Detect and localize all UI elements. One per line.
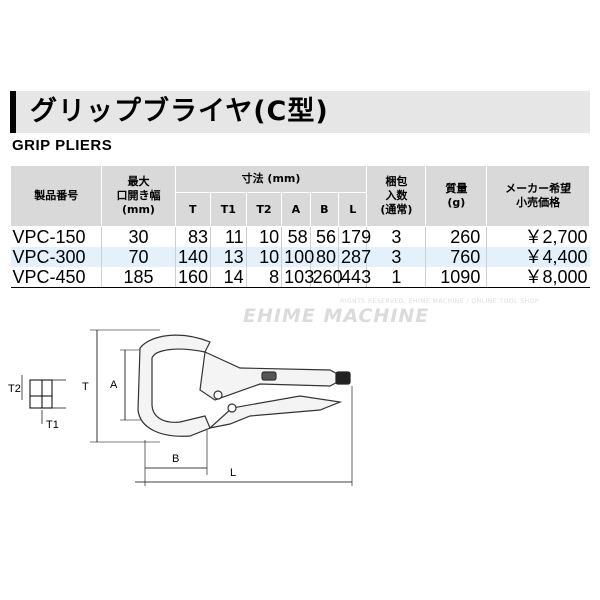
dim-label-t: T bbox=[82, 381, 89, 393]
cell-packing: 3 bbox=[366, 247, 427, 267]
cell-packing: 1 bbox=[366, 267, 427, 288]
cell-b: 260 bbox=[310, 267, 343, 288]
cell-max-opening: 30 bbox=[101, 226, 176, 247]
header-max-opening: 最大 口開き幅 (mm) bbox=[101, 165, 176, 227]
cell-t1: 13 bbox=[210, 247, 247, 267]
table-row: VPC-300 70 140 13 10 100 80 287 3 760 ￥4… bbox=[10, 247, 590, 267]
spec-table: 製品番号 最大 口開き幅 (mm) 寸法 (mm) 梱包 入数 (通常) 質量 … bbox=[9, 165, 590, 288]
table-row: VPC-450 185 160 14 8 103 260 443 1 1090 … bbox=[10, 267, 590, 288]
cell-a: 58 bbox=[281, 226, 311, 247]
table-row: VPC-150 30 83 11 10 58 56 179 3 260 ￥2,7… bbox=[10, 226, 590, 247]
page-subtitle: GRIP PLIERS bbox=[12, 137, 113, 154]
cell-a: 103 bbox=[281, 267, 314, 288]
title-accent-bar bbox=[10, 91, 16, 133]
cell-model: VPC-300 bbox=[10, 247, 103, 267]
cell-t: 83 bbox=[175, 226, 212, 247]
jaw-section-diagram: T2 T1 bbox=[8, 375, 66, 431]
cell-b: 80 bbox=[310, 247, 340, 267]
header-dim-t: T bbox=[174, 192, 212, 227]
cell-t2: 10 bbox=[246, 247, 283, 267]
watermark-small-text: RIGHTS RESERVED. EHIME MACHINE / ONLINE … bbox=[340, 298, 539, 305]
header-weight: 質量 (g) bbox=[425, 165, 488, 227]
cell-t1: 11 bbox=[210, 226, 247, 247]
cell-l: 443 bbox=[338, 267, 371, 288]
cell-t: 140 bbox=[175, 247, 212, 267]
cell-b: 56 bbox=[310, 226, 340, 247]
header-price: メーカー希望 小売価格 bbox=[486, 165, 590, 227]
header-packing: 梱包 入数 (通常) bbox=[366, 165, 427, 227]
cell-t2: 8 bbox=[246, 267, 283, 288]
header-dim-t2: T2 bbox=[245, 192, 283, 227]
dim-label-b: B bbox=[172, 453, 179, 465]
pliers-diagram: T2 T1 T A B L bbox=[8, 329, 353, 486]
cell-max-opening: 185 bbox=[101, 267, 176, 288]
cell-t2: 10 bbox=[246, 226, 283, 247]
pliers-illustration bbox=[137, 334, 351, 437]
cell-l: 179 bbox=[338, 226, 371, 247]
cell-packing: 3 bbox=[366, 226, 427, 247]
cell-weight: 760 bbox=[425, 247, 488, 267]
header-dim-l: L bbox=[338, 192, 368, 227]
dim-label-l: L bbox=[230, 467, 236, 479]
dim-label-t1: T1 bbox=[46, 419, 59, 431]
header-dim-b: B bbox=[309, 192, 340, 227]
cell-weight: 1090 bbox=[425, 267, 488, 288]
cell-t1: 14 bbox=[210, 267, 247, 288]
cell-max-opening: 70 bbox=[101, 247, 176, 267]
dim-label-a: A bbox=[110, 379, 118, 391]
cell-l: 287 bbox=[338, 247, 371, 267]
cell-price: ￥2,700 bbox=[524, 227, 588, 247]
header-dim-a: A bbox=[281, 192, 311, 227]
cell-price: ￥8,000 bbox=[486, 267, 590, 288]
title-band: グリップブライヤ(C型) bbox=[10, 91, 590, 133]
cell-a: 100 bbox=[281, 247, 314, 267]
header-model: 製品番号 bbox=[9, 165, 103, 227]
header-dimensions: 寸法 (mm) bbox=[174, 165, 368, 193]
cell-t: 160 bbox=[175, 267, 212, 288]
height-dimensions: T A bbox=[82, 329, 160, 443]
width-dimensions: B L bbox=[135, 386, 353, 486]
cell-price: ￥4,400 bbox=[486, 247, 590, 267]
cell-model: VPC-150 bbox=[10, 226, 103, 247]
header-dim-t1: T1 bbox=[210, 192, 247, 227]
page-title: グリップブライヤ(C型) bbox=[30, 96, 329, 127]
dim-label-t2: T2 bbox=[8, 383, 21, 395]
cell-weight: 260 bbox=[425, 226, 488, 247]
cell-model: VPC-450 bbox=[10, 267, 103, 288]
